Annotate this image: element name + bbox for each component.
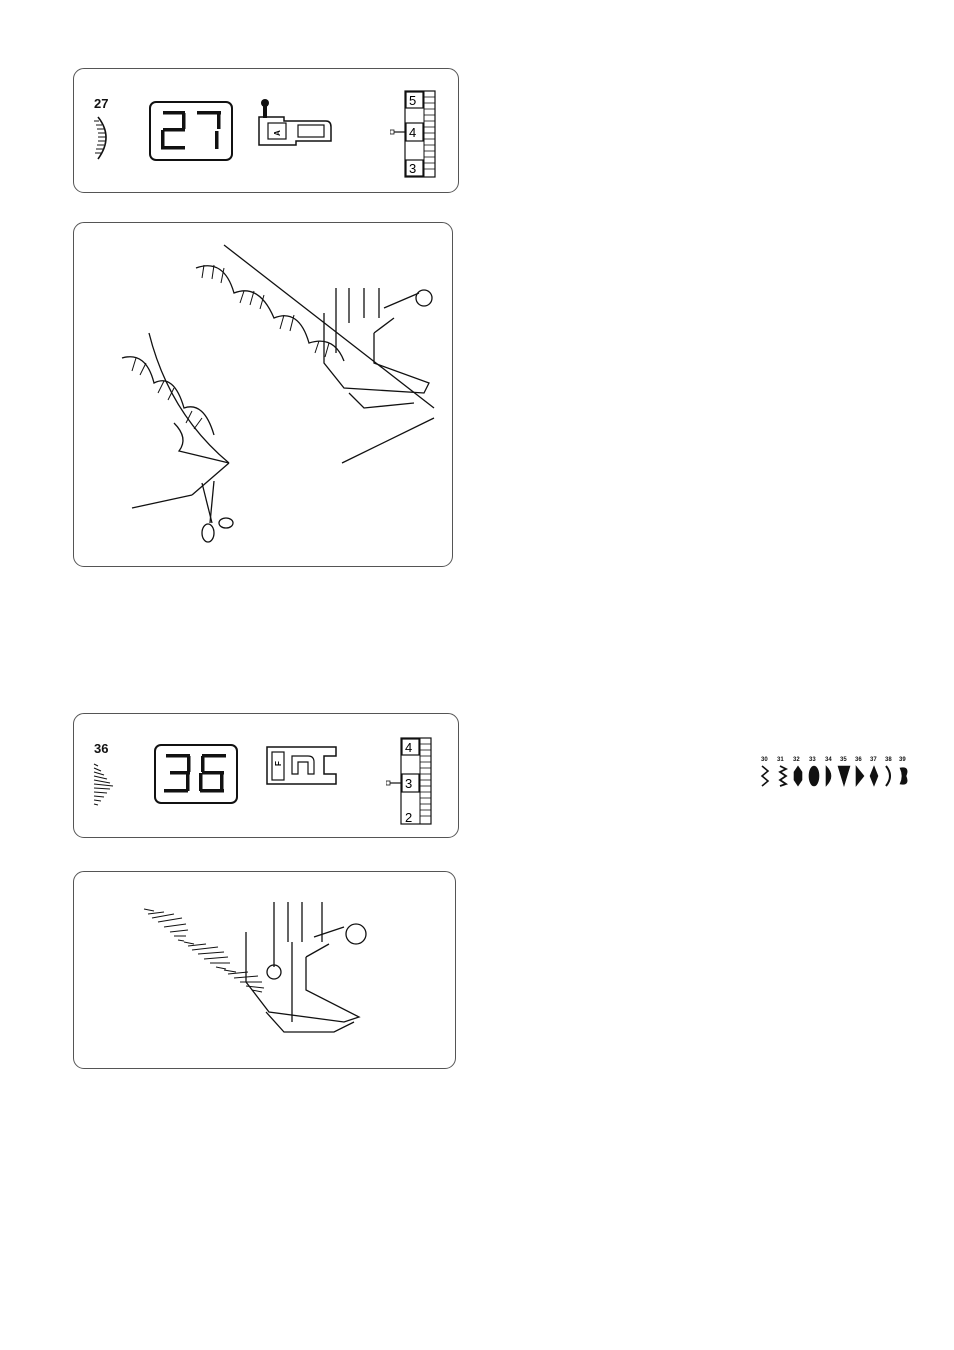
presser-foot-drawing [246,902,366,1032]
presser-foot-f-icon: F [264,744,340,788]
pattern-35-icon [838,766,850,786]
pattern-39-icon [900,768,907,785]
pattern-num-38: 38 [885,757,892,763]
lcd-digits [156,746,236,802]
pattern-36-icon [856,766,864,786]
scallop-stitch-icon [92,115,118,163]
scallop-trim-illustration [73,222,453,567]
pattern-num-35: 35 [840,757,847,763]
pattern-32-icon [794,766,802,786]
satin-stitch-illustration [73,871,456,1069]
gauge-number-top: 5 [409,93,416,108]
lcd-display [149,101,233,161]
presser-foot-a-icon: A [256,97,334,153]
pattern-number-label: 27 [94,96,108,111]
pattern-34-icon [826,766,831,786]
pattern-33-icon [809,766,819,786]
pattern-num-36: 36 [855,757,862,763]
gauge-number-selected: 3 [405,776,412,791]
pattern-30-icon [762,766,768,786]
pattern-num-30: 30 [761,757,768,763]
pattern-31-icon [780,766,786,786]
pattern-num-39: 39 [899,757,906,763]
pattern-number-label: 36 [94,741,108,756]
pattern-num-34: 34 [825,757,832,763]
settings-panel-27: 27 [73,68,459,193]
gauge-number-selected: 4 [409,125,416,140]
pattern-num-33: 33 [809,757,816,763]
gauge-number-top: 4 [405,740,412,755]
lcd-digits [151,103,231,159]
settings-panel-36: 36 [73,713,459,838]
decorative-pattern-strip: 30 31 32 33 34 35 36 37 38 39 [758,754,916,790]
stitch-gauge-27: 5 4 3 [390,89,440,179]
pattern-num-32: 32 [793,757,800,763]
pattern-37-icon [870,766,878,786]
pattern-num-37: 37 [870,757,877,763]
stitch-gauge-36: 4 3 2 [386,736,436,828]
pattern-38-icon [886,766,890,786]
satin-wedge-stitch-icon [92,762,118,810]
gauge-number-bottom: 3 [409,161,416,176]
gauge-number-bottom: 2 [405,810,412,825]
lcd-display [154,744,238,804]
pattern-num-31: 31 [777,757,784,763]
foot-letter-f: F [274,761,283,766]
foot-letter-a: A [273,130,282,136]
